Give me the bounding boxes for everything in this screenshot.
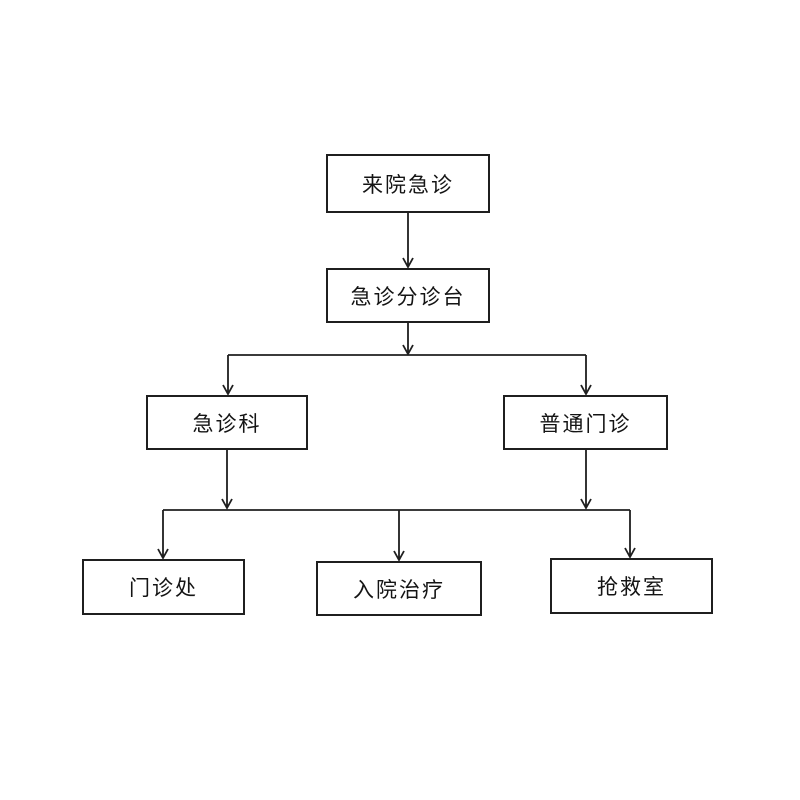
edge-bus-rescue bbox=[624, 510, 636, 559]
node-admission-treatment: 入院治疗 bbox=[316, 561, 482, 616]
node-general-outpatient: 普通门诊 bbox=[503, 395, 668, 450]
edge-bus-emergency bbox=[222, 355, 234, 396]
edge-bus-outpatient bbox=[157, 510, 169, 560]
node-label: 普通门诊 bbox=[539, 411, 632, 436]
edge-general-to-bus bbox=[580, 450, 592, 510]
node-label: 急诊分诊台 bbox=[350, 284, 466, 309]
node-label: 急诊科 bbox=[192, 411, 262, 436]
node-rescue-room: 抢救室 bbox=[550, 558, 713, 614]
node-outpatient-office: 门诊处 bbox=[82, 559, 245, 615]
node-triage-desk: 急诊分诊台 bbox=[326, 268, 490, 323]
node-label: 入院治疗 bbox=[353, 577, 445, 602]
node-arrive-emergency: 来院急诊 bbox=[326, 154, 490, 213]
edge-bus-general bbox=[580, 355, 592, 396]
node-label: 来院急诊 bbox=[362, 172, 454, 197]
node-label: 门诊处 bbox=[129, 576, 198, 600]
edge-emergency-to-bus bbox=[221, 450, 233, 510]
node-label: 抢救室 bbox=[597, 575, 666, 599]
edge-arrive-triage bbox=[402, 213, 414, 269]
edge-bus-admission bbox=[393, 510, 405, 562]
edge-triage-to-bus bbox=[402, 323, 414, 356]
node-emergency-department: 急诊科 bbox=[146, 395, 308, 450]
